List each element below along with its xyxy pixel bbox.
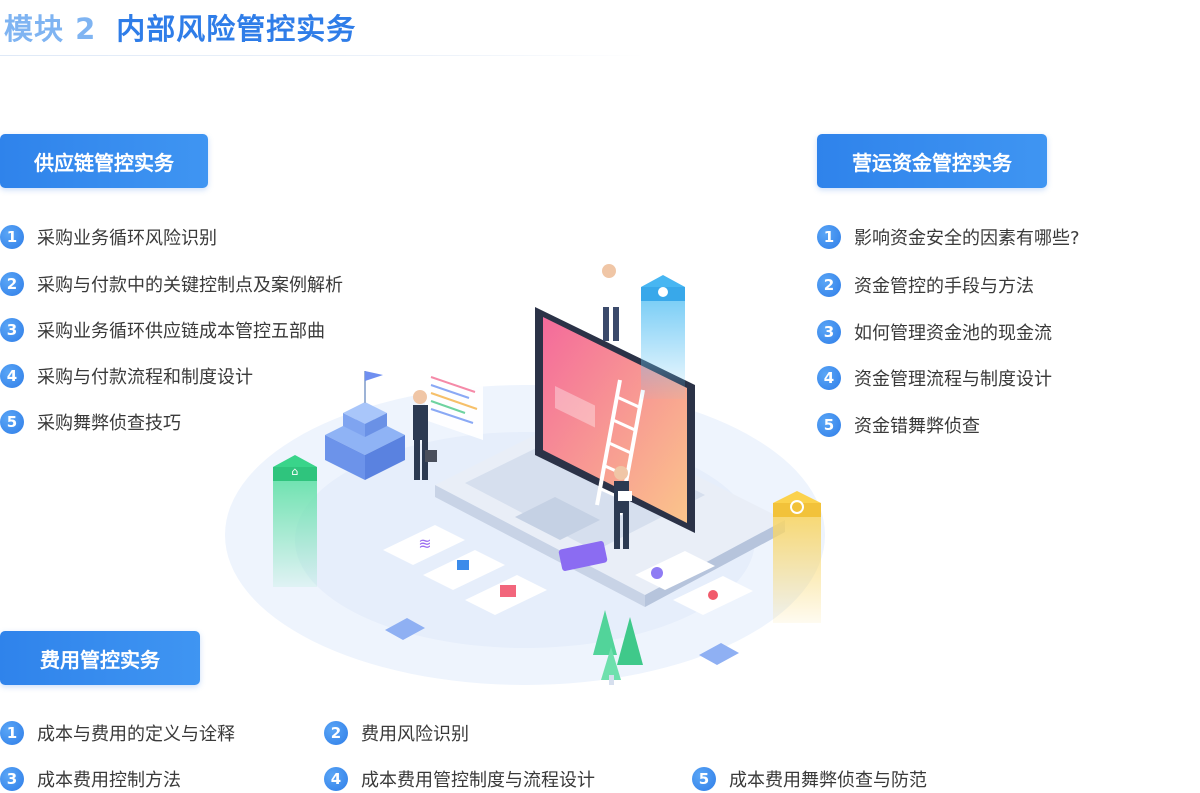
module-label: 模块 2 [4,12,97,46]
gear-pillar-icon [641,275,685,399]
list-item-label: 如何管理资金池的现金流 [854,323,1052,344]
list-item-label: 成本与费用的定义与诠释 [37,724,235,745]
yellow-pillar-icon [773,491,821,623]
list-item-label: 成本费用舞弊侦查与防范 [729,770,927,791]
number-badge: 5 [817,413,841,437]
number-badge: 5 [692,767,716,791]
svg-text:≋: ≋ [418,534,431,553]
list-item-label: 资金错舞弊侦查 [854,416,980,437]
list-item[interactable]: 2 费用风险识别 [324,720,469,746]
number-badge: 1 [0,721,24,745]
flag-cube-icon [325,371,405,480]
code-panel-icon [425,365,483,440]
page-title: 模块 2 内部风险管控实务 [4,6,356,48]
number-badge: 5 [0,410,24,434]
list-item-label: 资金管控的手段与方法 [854,276,1034,297]
title-divider [0,55,646,56]
number-badge: 3 [0,318,24,342]
list-item-label: 影响资金安全的因素有哪些? [854,228,1080,249]
vehicle-icon [385,618,739,665]
list-item[interactable]: 5 资金错舞弊侦查 [817,412,980,438]
svg-text:⌂: ⌂ [292,465,299,478]
calendar-card-icon [465,575,547,615]
climber-figure [602,264,619,341]
lock-card-icon [423,550,505,590]
list-item-label: 采购舞弊侦查技巧 [37,413,181,434]
list-item[interactable]: 1 采购业务循环风险识别 [0,224,217,250]
number-badge: 4 [817,366,841,390]
green-pillar-icon: ⌂ [273,455,317,587]
list-item[interactable]: 2 采购与付款中的关键控制点及案例解析 [0,271,343,297]
list-item-label: 费用风险识别 [361,724,469,745]
list-item[interactable]: 3 成本费用控制方法 [0,766,181,792]
list-item[interactable]: 4 成本费用管控制度与流程设计 [324,766,595,792]
module-title: 内部风险管控实务 [116,12,357,46]
number-badge: 4 [0,364,24,388]
list-item[interactable]: 3 如何管理资金池的现金流 [817,319,1052,345]
number-badge: 2 [817,273,841,297]
chart-card-icon [635,551,715,590]
list-item-label: 成本费用管控制度与流程设计 [361,770,595,791]
list-item[interactable]: 4 资金管理流程与制度设计 [817,365,1052,391]
list-item-label: 成本费用控制方法 [37,770,181,791]
expense-section-button[interactable]: 费用管控实务 [0,631,200,685]
list-item[interactable]: 5 采购舞弊侦查技巧 [0,409,181,435]
isometric-laptop-illustration: ⌂ [225,264,825,685]
alert-card-icon [673,576,753,615]
number-badge: 3 [0,767,24,791]
list-item[interactable]: 1 影响资金安全的因素有哪些? [817,224,1080,250]
number-badge: 1 [0,225,24,249]
list-item-label: 采购业务循环风险识别 [37,228,217,249]
wifi-card-icon: ≋ [383,525,465,565]
number-badge: 1 [817,225,841,249]
list-item-label: 采购与付款中的关键控制点及案例解析 [37,275,343,296]
list-item-label: 采购业务循环供应链成本管控五部曲 [37,321,325,342]
tree-icon [593,610,643,685]
list-item[interactable]: 1 成本与费用的定义与诠释 [0,720,235,746]
working-capital-section-button[interactable]: 营运资金管控实务 [817,134,1047,188]
list-item[interactable]: 3 采购业务循环供应链成本管控五部曲 [0,317,325,343]
supply-chain-section-button[interactable]: 供应链管控实务 [0,134,208,188]
number-badge: 3 [817,320,841,344]
list-item[interactable]: 4 采购与付款流程和制度设计 [0,363,253,389]
reader-figure [614,466,632,549]
number-badge: 2 [0,272,24,296]
list-item[interactable]: 2 资金管控的手段与方法 [817,272,1034,298]
businessman-figure [413,390,437,480]
number-badge: 4 [324,767,348,791]
list-item-label: 资金管理流程与制度设计 [854,369,1052,390]
number-badge: 2 [324,721,348,745]
list-item[interactable]: 5 成本费用舞弊侦查与防范 [692,766,927,792]
list-item-label: 采购与付款流程和制度设计 [37,367,253,388]
